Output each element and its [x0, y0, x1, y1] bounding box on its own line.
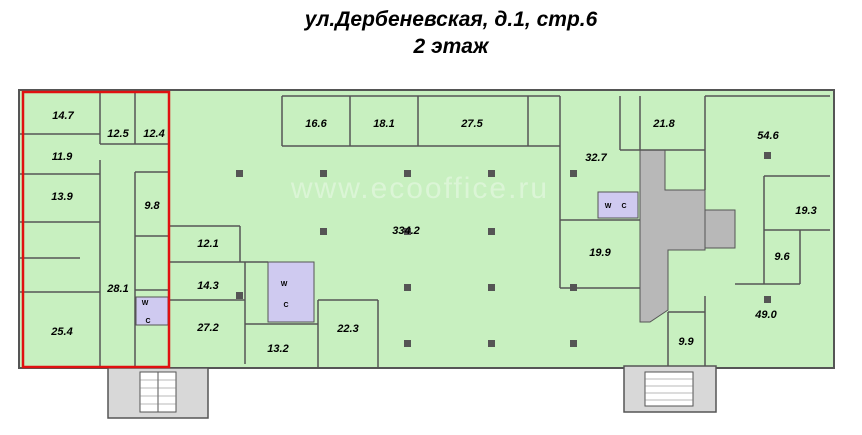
room-49-0: 49.0	[754, 309, 777, 321]
floor-title: 2 этаж	[413, 35, 489, 58]
central-core	[639, 149, 706, 323]
highlighted-area	[21, 90, 171, 369]
room-54-6: 54.6	[757, 130, 779, 142]
stair-right	[623, 365, 717, 413]
room-16-6: 16.6	[305, 118, 327, 130]
room-14-3: 14.3	[197, 280, 218, 292]
svg-text:C: C	[621, 203, 626, 210]
room-21-8: 21.8	[652, 118, 675, 130]
interior-walls	[19, 90, 830, 368]
wc-block-right: W C	[597, 191, 639, 219]
room-12-1: 12.1	[197, 238, 218, 250]
room-18-1: 18.1	[373, 118, 394, 130]
svg-text:W: W	[142, 300, 149, 307]
watermark: www.ecooffice.ru	[290, 172, 549, 205]
room-12-4: 12.4	[143, 128, 164, 140]
room-9-6: 9.6	[774, 251, 790, 263]
room-28-1: 28.1	[106, 283, 128, 295]
svg-text:C: C	[283, 302, 288, 309]
svg-text:W: W	[281, 281, 288, 288]
room-14-7: 14.7	[52, 110, 74, 122]
svg-text:C: C	[145, 318, 150, 325]
address-title: ул.Дербеневская, д.1, стр.6	[304, 8, 598, 31]
room-19-3: 19.3	[795, 205, 816, 217]
stair-left	[107, 367, 209, 419]
room-9-9: 9.9	[678, 336, 694, 348]
wc-block-middle: W C	[267, 261, 315, 323]
room-27-5: 27.5	[460, 118, 483, 130]
room-334-2: 334.2	[392, 225, 420, 237]
room-25-4: 25.4	[50, 326, 72, 338]
room-11-9: 11.9	[52, 151, 73, 163]
room-9-8: 9.8	[144, 200, 160, 212]
room-13-2: 13.2	[267, 343, 288, 355]
svg-text:W: W	[605, 203, 612, 210]
room-labels: 14.7 12.5 12.4 11.9 13.9 9.8 28.1 25.4 1…	[50, 110, 816, 355]
room-27-2: 27.2	[196, 322, 218, 334]
room-32-7: 32.7	[585, 152, 607, 164]
wc-block-left: W C	[135, 296, 169, 326]
structural-columns	[236, 152, 771, 347]
room-13-9: 13.9	[51, 191, 73, 203]
core-corridor-right	[704, 209, 736, 249]
room-22-3: 22.3	[336, 323, 358, 335]
room-19-9: 19.9	[589, 247, 611, 259]
room-12-5: 12.5	[107, 128, 129, 140]
